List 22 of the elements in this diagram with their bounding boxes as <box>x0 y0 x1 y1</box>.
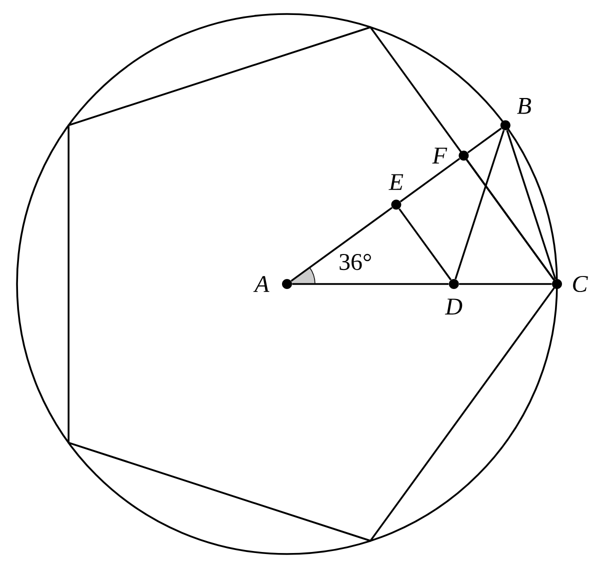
line-segment <box>466 159 555 280</box>
node-label: E <box>388 174 404 190</box>
line-segment <box>292 283 449 285</box>
point: A <box>253 276 292 292</box>
point: D <box>444 279 462 314</box>
node-label: D <box>444 298 462 314</box>
point: C <box>552 276 588 292</box>
line-segment <box>454 130 505 280</box>
line-segment <box>400 158 460 202</box>
line-segment <box>467 128 502 154</box>
point: E <box>388 174 404 210</box>
line-segment <box>290 206 393 282</box>
point: F <box>432 148 469 164</box>
line-segment <box>459 283 552 285</box>
node-label: A <box>253 276 270 292</box>
node-label: C <box>573 276 588 292</box>
node-label: B <box>517 98 532 114</box>
line-segment <box>506 130 556 280</box>
point: B <box>500 98 531 130</box>
line-segment <box>398 208 452 280</box>
node-label: F <box>432 148 448 164</box>
angle-label: 36° <box>340 254 371 270</box>
